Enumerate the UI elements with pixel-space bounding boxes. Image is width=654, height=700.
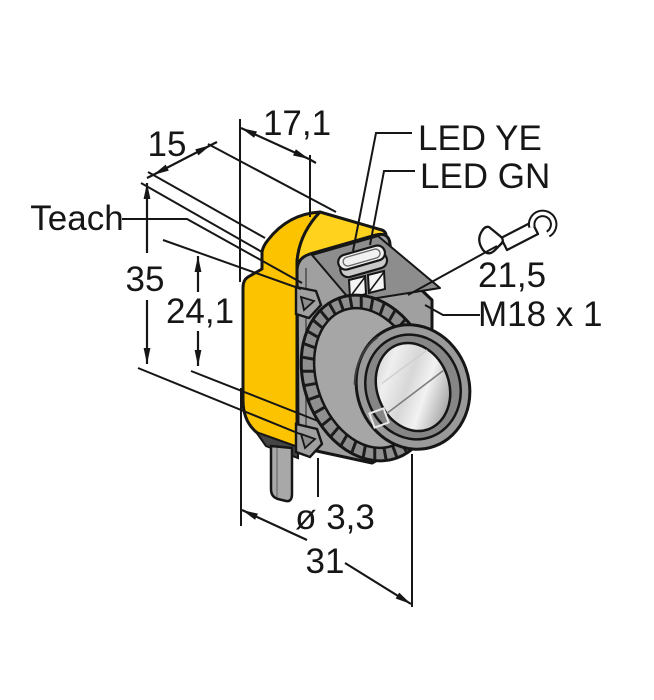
label-thread-spec: M18 x 1 [478, 295, 603, 334]
dimline-15-overshoot-l [146, 174, 154, 179]
mounting-tab-bottom [294, 422, 324, 459]
label-led-green: LED GN [420, 157, 550, 196]
dimline-15 [152, 144, 212, 176]
barrel-notch [368, 407, 390, 429]
led-indicator-yellow [347, 274, 368, 300]
leader-led-gn [369, 170, 415, 246]
ext-35-bottom [137, 367, 301, 435]
ext-24-1-bottom [190, 370, 319, 422]
annotation-labels: 17,1 15 Teach 35 24,1 LED YE LED GN 21,5… [30, 104, 602, 581]
label-inner-height: 24,1 [166, 292, 234, 331]
leader-m18 [424, 304, 480, 316]
label-body-width: 15 [148, 125, 187, 164]
ext-35-top [140, 182, 263, 253]
dimline-17-1-overshoot [308, 158, 317, 164]
dimline-31-lower [344, 562, 412, 605]
ext-15-right [207, 143, 337, 213]
label-front-width: 17,1 [263, 104, 331, 143]
leader-teach [122, 218, 303, 284]
lens-reflection-line [386, 370, 444, 415]
dimline-31-upper [241, 509, 308, 541]
led-indicator-green [366, 269, 387, 295]
sensor-body [241, 210, 472, 503]
mounting-tab-top [294, 285, 323, 320]
label-wrench-size: 21,5 [478, 256, 546, 295]
dimline-15-overshoot-r [210, 141, 218, 146]
sensor-lens [374, 341, 452, 433]
ext-15-left [147, 171, 266, 239]
ext-24-1-top [162, 239, 302, 290]
label-hole-diameter: ø 3,3 [295, 498, 375, 537]
sensor-cable [269, 444, 294, 503]
label-total-depth: 31 [306, 542, 345, 581]
dimline-17-1 [240, 126, 310, 161]
leader-led-ye [352, 132, 412, 252]
led-window [337, 244, 389, 279]
wrench-icon [478, 209, 558, 255]
leader-21-5 [407, 245, 498, 296]
annotation-lines [122, 119, 498, 607]
thread-line [353, 336, 379, 385]
label-led-yellow: LED YE [418, 119, 542, 158]
label-teach: Teach [30, 199, 123, 238]
lens-reflection-line-2 [381, 349, 428, 384]
label-total-height: 35 [126, 260, 165, 299]
lens-assembly [353, 323, 472, 451]
